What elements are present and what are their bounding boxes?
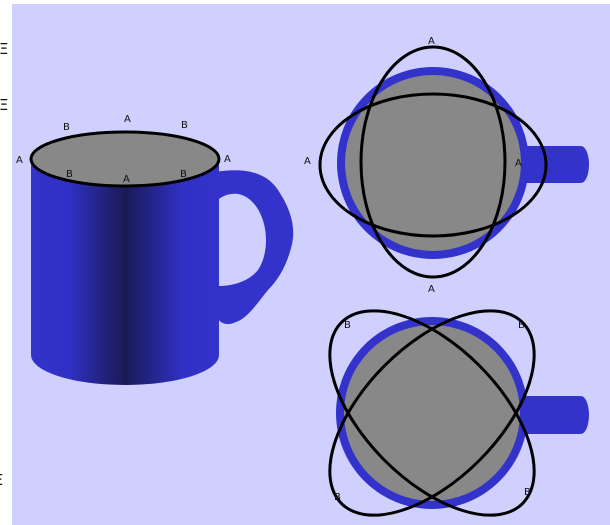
side-rim-label: A — [16, 155, 23, 166]
side-rim-label: A — [123, 174, 130, 185]
top-view-b-mug-interior — [344, 325, 520, 501]
top-view-a-label: A — [515, 158, 522, 169]
top-view-a-handle-end — [573, 146, 589, 183]
edge-glyph-top: Ξ — [0, 40, 8, 58]
top-view-b-label: B — [524, 487, 531, 498]
top-view-b-handle-end — [573, 396, 589, 434]
top-view-b-label: B — [518, 320, 525, 331]
side-rim-label: B — [181, 120, 188, 131]
top-view-a-label: A — [304, 156, 311, 167]
top-view-a-label: A — [428, 284, 435, 295]
top-view-b-label: B — [334, 492, 341, 503]
top-view-a-label: A — [428, 36, 435, 47]
side-rim-label: B — [66, 169, 73, 180]
edge-glyph-bottom: Ξ — [0, 471, 3, 489]
edge-glyph-middle: Ξ — [0, 96, 8, 114]
side-mug-body — [31, 159, 219, 385]
side-rim-label: A — [124, 114, 131, 125]
side-rim-label: B — [180, 169, 187, 180]
side-rim-label: A — [224, 154, 231, 165]
side-rim-label: B — [63, 122, 70, 133]
top-view-b-label: B — [344, 320, 351, 331]
